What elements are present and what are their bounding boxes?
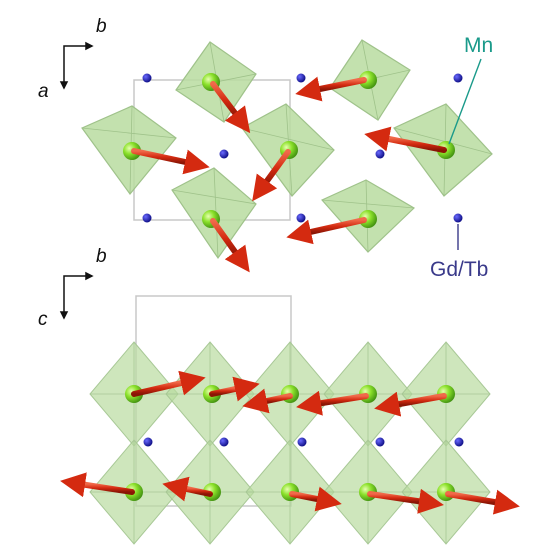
- gd-tb-atom: [375, 149, 385, 159]
- moment-arrow: [242, 388, 293, 414]
- gd-tb-atom: [296, 213, 306, 223]
- moment-arrow: [60, 472, 135, 498]
- moment-arrow: [131, 148, 210, 175]
- gd-tb-atom: [142, 213, 152, 223]
- moment-arrow: [210, 218, 250, 273]
- axis-label-b-bottom: b: [96, 246, 107, 267]
- moment-arrow: [374, 391, 447, 417]
- axis-indicator-bottom: [59, 271, 94, 320]
- mn-label-leader: [448, 58, 482, 145]
- moment-arrow: [162, 476, 213, 502]
- gd-tb-atom: [143, 437, 153, 447]
- gd-tb-label: Gd/Tb: [430, 258, 488, 281]
- axis-label-a: a: [38, 81, 49, 102]
- moment-arrow: [131, 370, 206, 397]
- moment-arrow: [367, 488, 444, 514]
- moment-arrow: [209, 376, 260, 402]
- bottom-panel: b c: [38, 246, 520, 545]
- mn-atom: [359, 71, 377, 89]
- moment-arrow: [295, 76, 367, 102]
- moment-arrow: [445, 489, 520, 515]
- gd-tb-atom: [297, 437, 307, 447]
- moment-arrow: [286, 217, 367, 245]
- moment-arrow: [296, 390, 369, 416]
- moment-arrow: [289, 486, 342, 512]
- gd-tb-atom: [296, 73, 306, 83]
- moment-arrow: [210, 81, 251, 134]
- axis-label-c: c: [38, 309, 48, 330]
- mn-atom: [359, 210, 377, 228]
- gd-tb-atom: [453, 73, 463, 83]
- gd-tb-atom: [219, 149, 229, 159]
- gd-tb-atom: [453, 213, 463, 223]
- gd-tb-atom: [375, 437, 385, 447]
- gd-tb-atom: [219, 437, 229, 447]
- mn-label: Mn: [464, 34, 493, 57]
- gd-tb-atom: [142, 73, 152, 83]
- moment-arrow: [364, 126, 447, 153]
- axis-indicator-top: [59, 41, 94, 90]
- moment-arrow: [252, 149, 291, 202]
- gd-tb-atom: [454, 437, 464, 447]
- top-panel: Mn Gd/Tb b a: [38, 16, 493, 281]
- axis-label-b-top: b: [96, 16, 107, 37]
